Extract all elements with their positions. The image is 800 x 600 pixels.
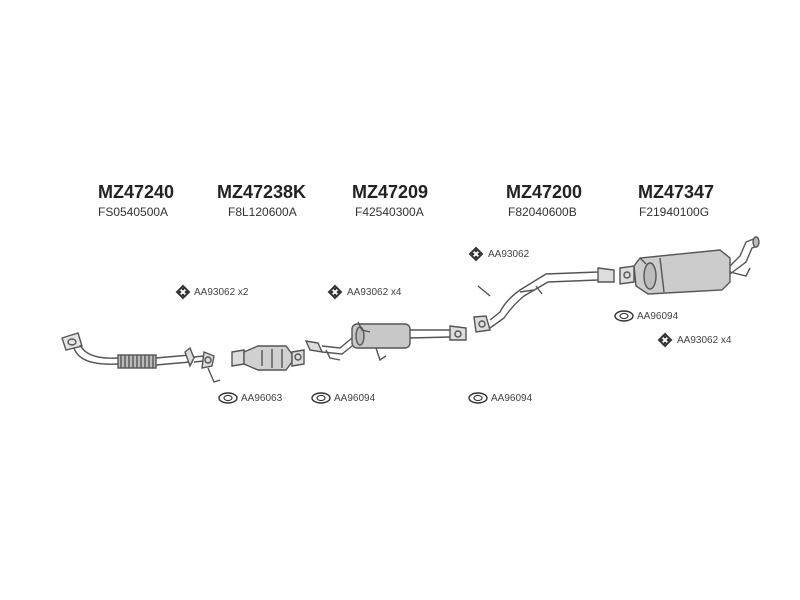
part-ref-catalyst: F8L120600A	[228, 205, 297, 219]
part-ref-center-silencer: F42540300A	[355, 205, 424, 219]
catalyst-drawing	[231, 345, 305, 371]
part-ref-front-pipe: FS0540500A	[98, 205, 169, 219]
part-code-middle-pipe: MZ47200	[506, 182, 583, 202]
part-code-rear-silencer: MZ47347	[638, 182, 715, 202]
gasket-label-2: AA96094	[334, 393, 376, 404]
gasket-label-4: AA96094	[637, 311, 679, 322]
gasket-label-3: AA96094	[491, 393, 533, 404]
part-ref-rear-silencer: F21940100G	[639, 205, 710, 219]
hanger-icon	[658, 333, 672, 347]
hanger-icon	[469, 247, 483, 261]
gasket-icon	[311, 392, 331, 404]
hanger-icon	[176, 285, 190, 299]
hanger-label-2: AA93062 x4	[347, 287, 402, 298]
rear-silencer-drawing	[619, 236, 760, 295]
middle-pipe-drawing	[473, 267, 615, 333]
hanger-icon	[328, 285, 342, 299]
gasket-icon	[218, 392, 238, 404]
part-code-catalyst: MZ47238K	[217, 182, 307, 202]
gasket-icon	[468, 392, 488, 404]
hanger-label-4: AA93062 x4	[677, 335, 732, 346]
gasket-icon	[614, 310, 634, 322]
part-code-front-pipe: MZ47240	[98, 182, 175, 202]
hanger-label-1: AA93062 x2	[194, 287, 249, 298]
front-pipe-drawing	[61, 332, 221, 383]
hanger-label-3: AA93062	[488, 249, 530, 260]
gasket-label-1: AA96063	[241, 393, 283, 404]
center-silencer-drawing	[304, 321, 467, 362]
part-code-center-silencer: MZ47209	[352, 182, 429, 202]
part-ref-middle-pipe: F82040600B	[508, 205, 577, 219]
